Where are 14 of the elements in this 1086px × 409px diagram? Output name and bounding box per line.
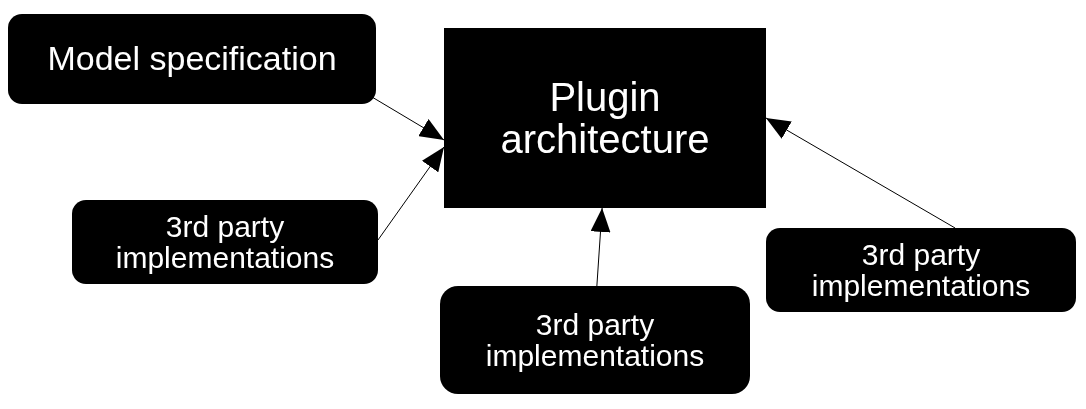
rounded-box (8, 14, 376, 104)
arrow (371, 96, 445, 141)
arrow (590, 207, 611, 287)
arrow (377, 146, 445, 241)
node-label: 3rd party implementations (810, 238, 1032, 302)
rounded-box (440, 286, 750, 394)
arrow (765, 117, 956, 229)
node-label: 3rd party implementations (114, 210, 336, 274)
node-label: Model specification (47, 41, 337, 77)
rounded-box (766, 228, 1076, 312)
process-box (444, 28, 766, 208)
node-label: Plugin architecture (499, 76, 711, 160)
rounded-box (72, 200, 378, 284)
node-label: 3rd party implementations (484, 308, 706, 372)
